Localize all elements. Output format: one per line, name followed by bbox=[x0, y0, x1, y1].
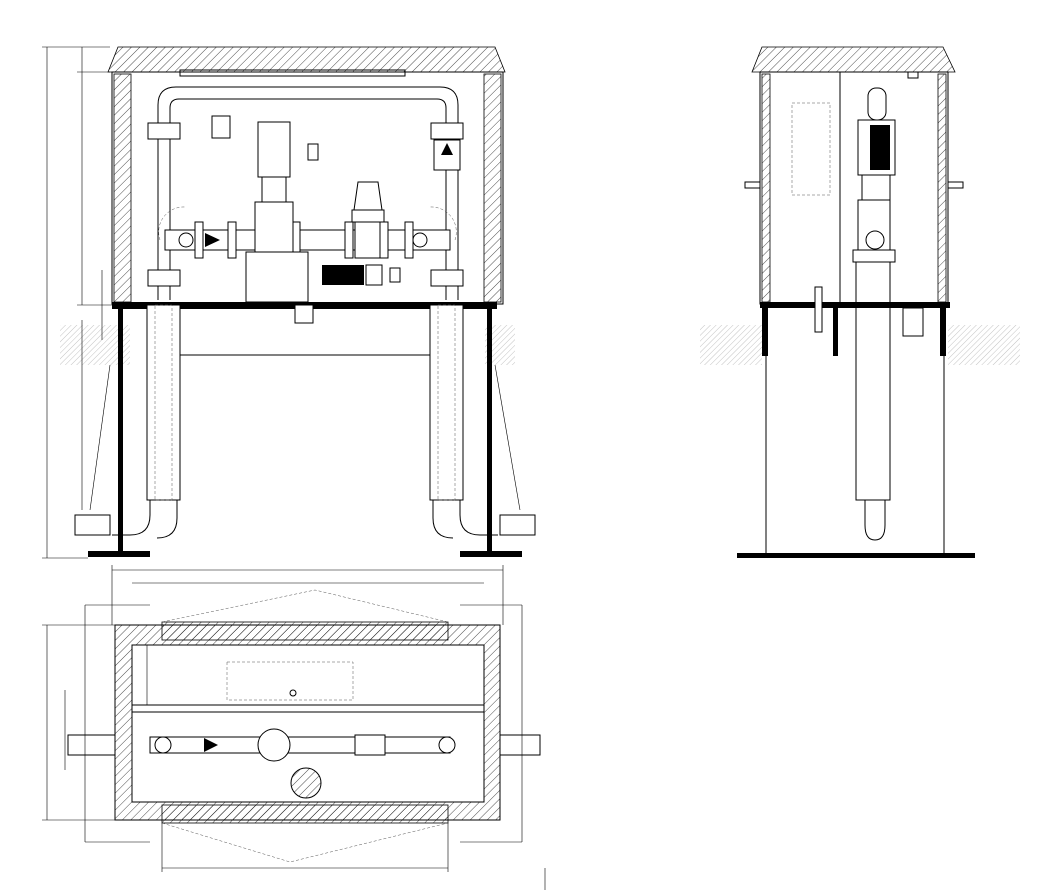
casing-right bbox=[429, 304, 464, 501]
elbow-right bbox=[432, 500, 498, 539]
leg-top-left bbox=[762, 308, 768, 356]
insulation-left bbox=[761, 73, 771, 303]
pump-column-plan bbox=[290, 767, 322, 799]
dimension-lines bbox=[42, 46, 521, 559]
flowmeter-plan bbox=[354, 734, 386, 756]
foot-right bbox=[460, 551, 522, 557]
ball-valve-left bbox=[178, 232, 194, 248]
ball-valve-right bbox=[412, 232, 428, 248]
front-view bbox=[42, 46, 536, 559]
leg-left bbox=[118, 309, 123, 555]
door-swing bbox=[161, 589, 449, 863]
flange bbox=[379, 221, 389, 259]
door-bottom bbox=[161, 804, 449, 824]
panel-gauge bbox=[365, 264, 383, 286]
insulation-right bbox=[483, 73, 502, 303]
ground-right bbox=[948, 325, 1020, 365]
ground-left bbox=[700, 325, 762, 365]
roof bbox=[107, 46, 506, 73]
pump-base bbox=[852, 249, 896, 263]
flange bbox=[227, 221, 237, 259]
hidden-box bbox=[226, 661, 354, 701]
flow-arrow-up-icon bbox=[441, 143, 453, 155]
pump-body bbox=[254, 201, 294, 253]
hole bbox=[289, 689, 297, 697]
rod bbox=[814, 286, 823, 333]
motor-fins bbox=[870, 125, 890, 170]
pressure-switch bbox=[211, 115, 231, 139]
pump-coupling bbox=[261, 176, 287, 203]
insulation-right bbox=[937, 73, 947, 303]
pipe-left bbox=[67, 734, 116, 756]
leg-top-right bbox=[940, 308, 946, 356]
elbow-left bbox=[112, 500, 178, 539]
vent bbox=[907, 71, 919, 79]
outlet-left bbox=[74, 514, 111, 536]
pump-motor bbox=[257, 121, 291, 178]
top-vent bbox=[179, 69, 406, 77]
handle-left bbox=[744, 181, 761, 189]
pump-coupling bbox=[861, 174, 891, 201]
roof bbox=[751, 46, 956, 73]
cabinet-body bbox=[759, 71, 949, 305]
foundation-bar bbox=[737, 553, 975, 558]
outlet-right bbox=[499, 514, 536, 536]
pump-flange bbox=[865, 230, 885, 250]
casing-left-hidden bbox=[154, 304, 173, 501]
flange bbox=[404, 221, 414, 259]
hidden-panel bbox=[791, 102, 831, 196]
pipe-top bbox=[867, 87, 887, 121]
control-panel bbox=[322, 265, 364, 285]
flowmeter-body bbox=[354, 221, 381, 259]
pump-column bbox=[855, 261, 891, 501]
flow-arrow-right-icon bbox=[204, 738, 218, 752]
valve-bottom-left bbox=[147, 269, 181, 287]
valve-top-right bbox=[430, 122, 464, 140]
casing-right-hidden bbox=[437, 304, 456, 501]
pipe-loop bbox=[157, 86, 459, 300]
elbow-right bbox=[438, 736, 456, 754]
valve-swing bbox=[158, 206, 457, 241]
base-plate bbox=[760, 302, 950, 308]
switch-box bbox=[307, 143, 319, 161]
flowmeter-label bbox=[351, 209, 385, 223]
drain-box bbox=[294, 304, 314, 324]
handle-right bbox=[947, 181, 964, 189]
insulation-left bbox=[113, 73, 132, 303]
pipe-right bbox=[499, 734, 541, 756]
valve-bottom-right bbox=[430, 269, 464, 287]
door-top bbox=[161, 621, 449, 641]
pump-intake bbox=[864, 499, 886, 541]
plan-view bbox=[42, 565, 546, 890]
flow-arrow-right-icon bbox=[205, 233, 220, 247]
casing-left bbox=[146, 304, 181, 501]
small-box bbox=[389, 267, 401, 283]
pump-base bbox=[245, 251, 309, 303]
dimension-lines bbox=[42, 565, 546, 890]
leg-right bbox=[487, 309, 492, 555]
side-view bbox=[700, 46, 1020, 558]
flowmeter-head bbox=[353, 181, 383, 211]
foot-left bbox=[88, 551, 150, 557]
pump-plan bbox=[257, 728, 291, 762]
manifold-plan bbox=[149, 736, 451, 754]
flange bbox=[344, 221, 354, 259]
flange bbox=[194, 221, 204, 259]
drain-box bbox=[902, 307, 924, 337]
support bbox=[833, 308, 838, 356]
valve-top-left bbox=[147, 122, 181, 140]
elbow-left bbox=[154, 736, 172, 754]
